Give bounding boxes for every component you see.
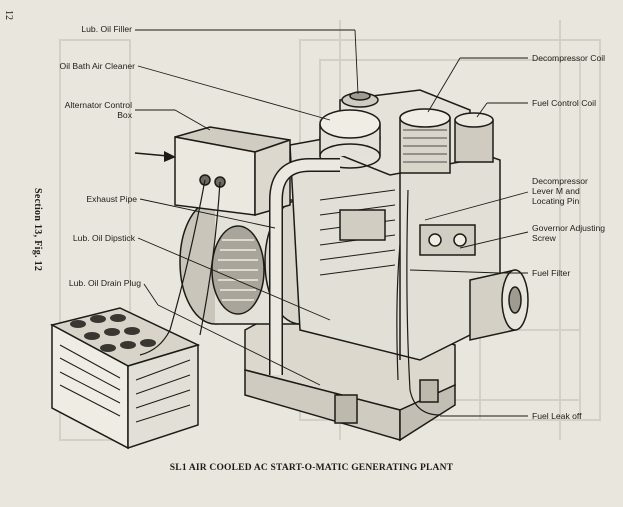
label-lub-oil-drain-plug: Lub. Oil Drain Plug (68, 278, 141, 288)
leader-lines (135, 29, 529, 417)
exhaust-pipe (269, 158, 340, 375)
oil-bath-air-cleaner (319, 109, 381, 169)
label-fuel-leak-off: Fuel Leak off (532, 411, 582, 421)
label-oil-bath-air-cleaner: Oil Bath Air Cleaner (59, 61, 135, 71)
label-governor-adjusting-screw: Governor Adjusting Screw (532, 223, 606, 243)
label-fuel-control-coil: Fuel Control Coil (532, 98, 596, 108)
fuel-control-coil (454, 112, 494, 163)
output-shaft (469, 269, 529, 341)
wiring (139, 179, 441, 416)
label-alternator-control-box: Alternator Control Box (64, 100, 132, 120)
engine-block (289, 124, 501, 361)
base-frame (244, 299, 456, 442)
label-lub-oil-dipstick: Lub. Oil Dipstick (72, 233, 135, 243)
decompressor-coil (399, 108, 451, 174)
battery (49, 307, 201, 450)
label-decompressor-lever: Decompressor Lever M and Locating Pin (532, 176, 588, 206)
label-exhaust-pipe: Exhaust Pipe (86, 194, 137, 204)
label-lub-oil-filler: Lub. Oil Filler (81, 24, 132, 34)
label-decompressor-coil: Decompressor Coil (532, 53, 606, 63)
figure-caption: SL1 AIR COOLED AC START-O-MATIC GENERATI… (169, 463, 454, 473)
page-number: 12 (3, 10, 14, 20)
arrow-to-control-box (134, 151, 176, 162)
label-fuel-filter: Fuel Filter (532, 268, 571, 278)
